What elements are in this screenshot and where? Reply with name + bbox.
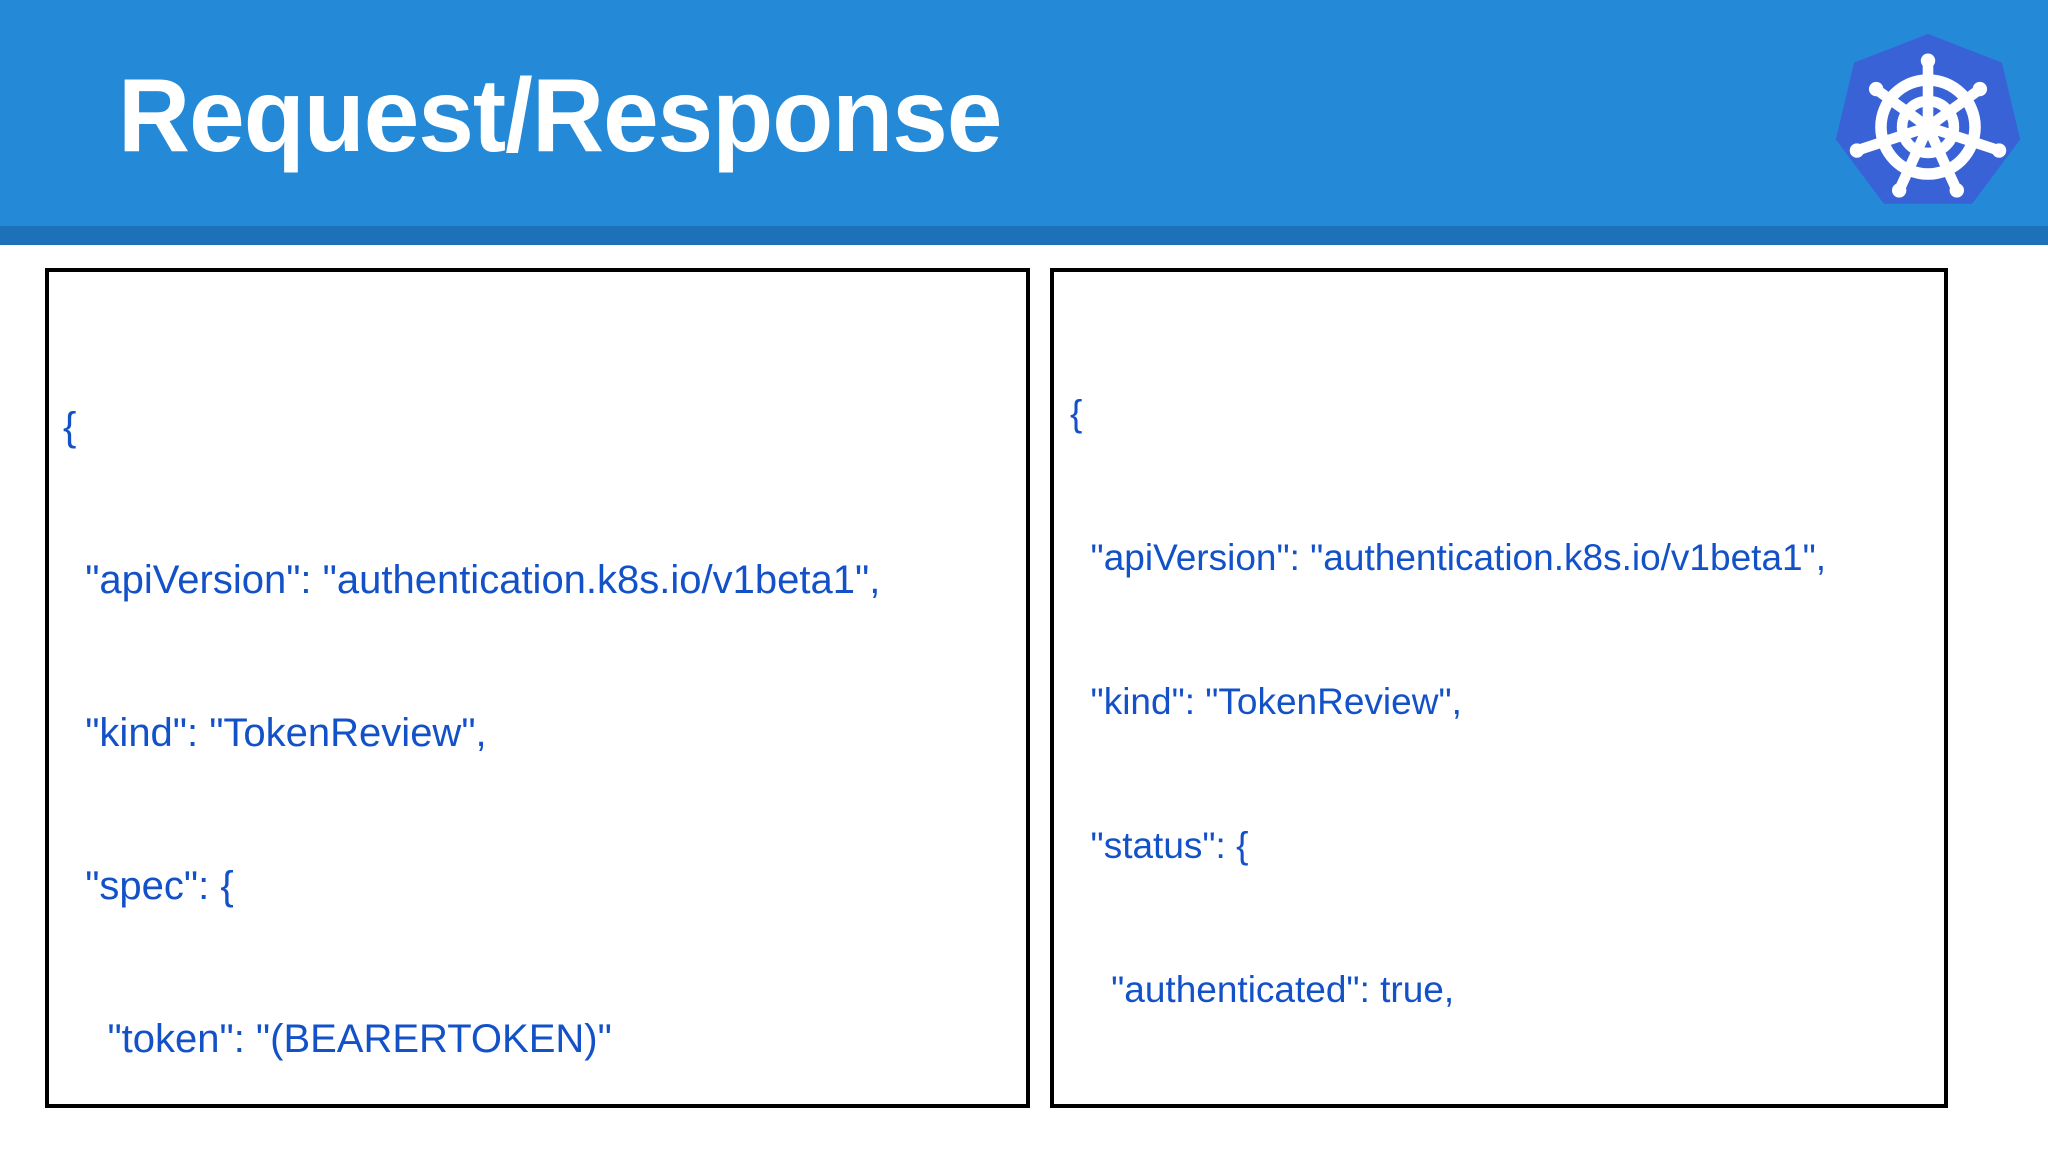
kubernetes-logo-icon [1832,12,2024,242]
request-code-lines: { "apiVersion": "authentication.k8s.io/v… [49,272,1026,1104]
code-line: { [1070,393,1083,434]
code-line: "kind": "TokenReview", [63,711,487,755]
code-line: "spec": { [63,864,234,908]
code-line: "apiVersion": "authentication.k8s.io/v1b… [1070,537,1827,578]
response-code-box: { "apiVersion": "authentication.k8s.io/v… [1050,268,1948,1108]
code-line: "token": "(BEARERTOKEN)" [63,1017,612,1061]
code-line: { [63,405,77,449]
request-code-box: { "apiVersion": "authentication.k8s.io/v… [45,268,1030,1108]
response-code-lines: { "apiVersion": "authentication.k8s.io/v… [1054,272,1944,1104]
code-line: "status": { [1070,825,1249,866]
page-title: Request/Response [118,58,1002,174]
code-line: "authenticated": true, [1070,969,1455,1010]
code-line: "kind": "TokenReview", [1070,681,1462,722]
slide-header: Request/Response [0,0,2048,245]
code-line: "apiVersion": "authentication.k8s.io/v1b… [63,558,881,602]
